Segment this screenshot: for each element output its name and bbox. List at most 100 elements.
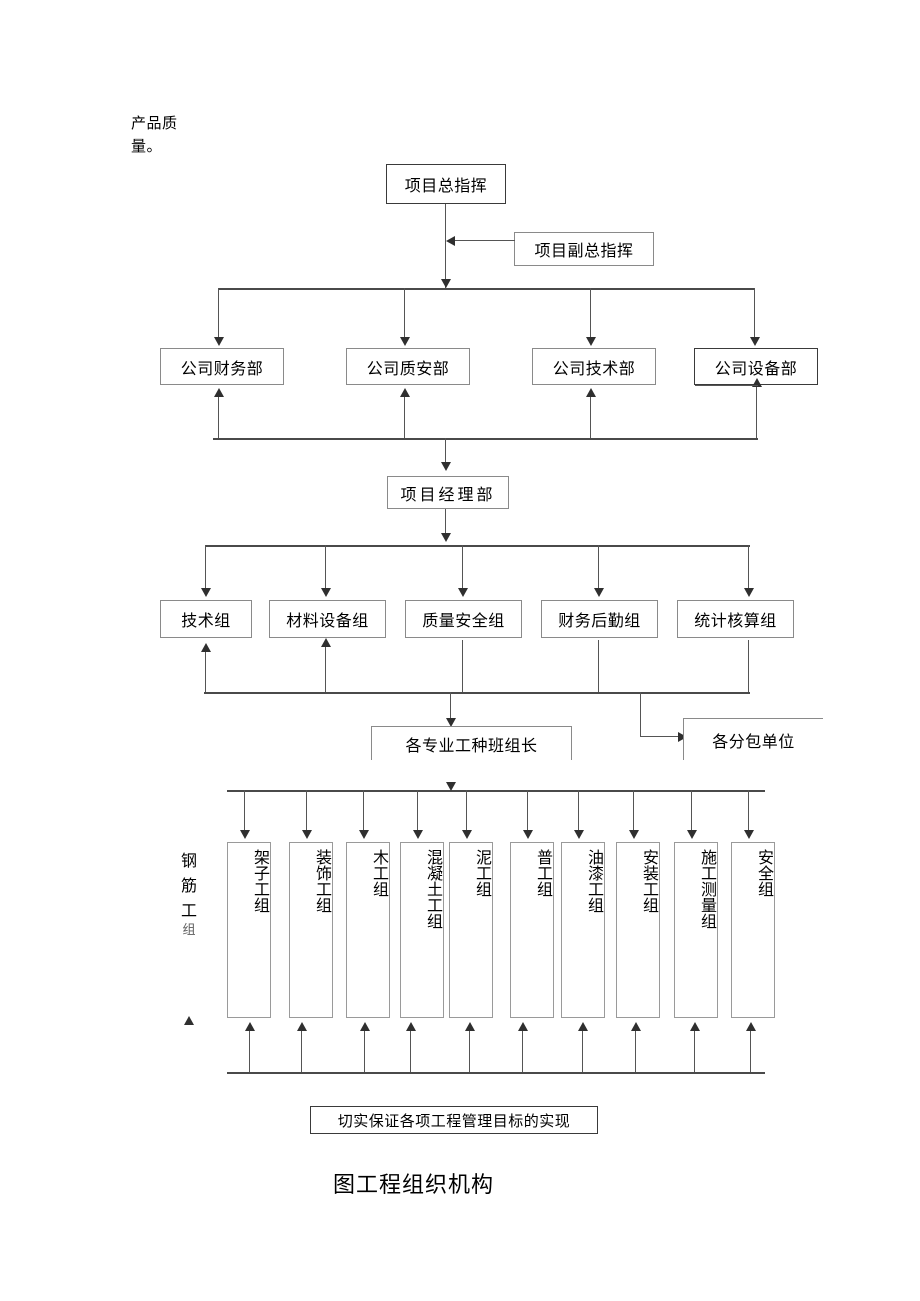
arrow-down-icon-trade-5 xyxy=(462,830,472,839)
connector-deputy-to-chief xyxy=(455,240,515,241)
rise-group-4 xyxy=(598,640,599,692)
rise-trade-8 xyxy=(635,1030,636,1072)
node-carpentry-team[interactable]: 木工组 xyxy=(346,842,390,1018)
rise-trade-3 xyxy=(364,1030,365,1072)
label-rebar-team-char-4: 组 xyxy=(182,923,196,938)
node-project-deputy-commander[interactable]: 项目副总指挥 xyxy=(514,232,654,266)
bus-bar-departments-return xyxy=(213,438,758,440)
node-general-labor-team-label: 普工组 xyxy=(534,849,553,897)
label-rebar-team: 钢 筋 工 组 xyxy=(176,848,202,939)
arrow-up-icon-trade-3 xyxy=(360,1022,370,1031)
rise-trade-6 xyxy=(522,1030,523,1072)
node-project-manager-dept[interactable]: 项目经理部 xyxy=(387,476,509,509)
arrow-up-icon-trade-4 xyxy=(406,1022,416,1031)
arrow-down-icon-to-dept-bar xyxy=(441,279,451,288)
node-masonry-team[interactable]: 泥工组 xyxy=(449,842,493,1018)
bus-bar-trades xyxy=(227,790,765,792)
arrow-down-icon-group-4 xyxy=(594,588,604,597)
arrow-down-icon-group-2 xyxy=(321,588,331,597)
bus-bar-groups-return xyxy=(204,692,750,694)
drop-trade-2 xyxy=(306,790,307,833)
arrow-down-icon-dept-4 xyxy=(750,337,760,346)
arrow-down-icon-dept-3 xyxy=(586,337,596,346)
connector-bar-to-subcontractors-horizontal xyxy=(640,736,682,737)
node-materials-equipment-group[interactable]: 材料设备组 xyxy=(269,600,386,638)
node-installation-team[interactable]: 安装工组 xyxy=(616,842,660,1018)
node-subcontractor-units[interactable]: 各分包单位 xyxy=(683,718,823,760)
diagram-caption: 图工程组织机构 xyxy=(333,1173,495,1198)
node-general-labor-team[interactable]: 普工组 xyxy=(510,842,554,1018)
node-safety-team[interactable]: 安全组 xyxy=(731,842,775,1018)
node-survey-team[interactable]: 施工测量组 xyxy=(674,842,718,1018)
arrow-down-icon-group-5 xyxy=(744,588,754,597)
rise-group-3 xyxy=(462,640,463,692)
rise-trade-7 xyxy=(582,1030,583,1072)
drop-dept-1 xyxy=(218,288,219,340)
rise-dept-4 xyxy=(756,385,757,438)
arrow-up-icon-rebar-team xyxy=(184,1016,194,1025)
node-quality-safety-group[interactable]: 质量安全组 xyxy=(405,600,522,638)
connector-pm-to-groups-bar xyxy=(445,509,446,537)
arrow-down-icon-dept-1 xyxy=(214,337,224,346)
drop-group-3 xyxy=(462,545,463,591)
drop-trade-4 xyxy=(417,790,418,833)
arrow-up-icon-trade-7 xyxy=(578,1022,588,1031)
arrow-down-icon-trade-2 xyxy=(302,830,312,839)
arrow-up-icon-trade-1 xyxy=(245,1022,255,1031)
label-rebar-team-char-1: 钢 xyxy=(180,851,197,870)
label-rebar-team-char-3: 工 xyxy=(180,901,197,920)
connector-chief-to-bar xyxy=(445,204,446,288)
drop-trade-1 xyxy=(244,790,245,833)
arrow-up-icon-trade-8 xyxy=(631,1022,641,1031)
arrow-down-icon-trade-7 xyxy=(574,830,584,839)
arrow-down-icon-trade-9 xyxy=(687,830,697,839)
node-company-quality-safety-dept[interactable]: 公司质安部 xyxy=(346,348,470,385)
bus-bar-trades-return xyxy=(227,1072,765,1074)
note-text: 产品质 量。 xyxy=(131,114,178,155)
node-company-finance-dept[interactable]: 公司财务部 xyxy=(160,348,284,385)
drop-trade-6 xyxy=(527,790,528,833)
drop-group-1 xyxy=(205,545,206,591)
node-project-chief-commander[interactable]: 项目总指挥 xyxy=(386,164,506,204)
node-carpentry-team-label: 木工组 xyxy=(370,849,389,897)
node-painting-team[interactable]: 油漆工组 xyxy=(561,842,605,1018)
arrow-down-icon-group-3 xyxy=(458,588,468,597)
node-trade-foremen[interactable]: 各专业工种班组长 xyxy=(371,726,572,760)
node-statistics-accounting-group[interactable]: 统计核算组 xyxy=(677,600,794,638)
arrow-up-icon-trade-2 xyxy=(297,1022,307,1031)
drop-trade-8 xyxy=(633,790,634,833)
rise-dept-2 xyxy=(404,395,405,438)
drop-group-5 xyxy=(748,545,749,591)
node-painting-team-label: 油漆工组 xyxy=(585,849,604,913)
node-technology-group[interactable]: 技术组 xyxy=(160,600,252,638)
arrow-down-icon-trade-10 xyxy=(744,830,754,839)
drop-trade-9 xyxy=(691,790,692,833)
arrow-down-icon-trade-3 xyxy=(359,830,369,839)
arrow-up-icon-dept-4 xyxy=(752,378,762,387)
drop-dept-2 xyxy=(404,288,405,340)
connector-bar-to-subcontractors-vertical xyxy=(640,692,641,737)
arrow-down-icon-trade-6 xyxy=(523,830,533,839)
arrow-down-icon-dept-2 xyxy=(400,337,410,346)
connector-bar-to-foremen xyxy=(450,692,451,722)
label-rebar-team-char-2: 筋 xyxy=(180,876,197,895)
drop-trade-5 xyxy=(466,790,467,833)
rise-trade-5 xyxy=(469,1030,470,1072)
node-concrete-team[interactable]: 混凝土工组 xyxy=(400,842,444,1018)
rise-trade-10 xyxy=(750,1030,751,1072)
drop-trade-3 xyxy=(363,790,364,833)
arrow-down-icon-trades-bar-in xyxy=(446,782,456,791)
node-survey-team-label: 施工测量组 xyxy=(698,849,717,929)
node-scaffolding-team[interactable]: 架子工组 xyxy=(227,842,271,1018)
node-masonry-team-label: 泥工组 xyxy=(473,849,492,897)
rise-trade-9 xyxy=(694,1030,695,1072)
arrow-right-icon-subcontractors xyxy=(678,732,687,742)
node-decoration-team[interactable]: 装饰工组 xyxy=(289,842,333,1018)
node-company-technology-dept[interactable]: 公司技术部 xyxy=(532,348,656,385)
rise-group-5 xyxy=(748,640,749,692)
node-finance-logistics-group[interactable]: 财务后勤组 xyxy=(541,600,658,638)
node-management-goal[interactable]: 切实保证各项工程管理目标的实现 xyxy=(310,1106,598,1134)
rise-group-2 xyxy=(325,645,326,692)
drop-trade-10 xyxy=(748,790,749,833)
